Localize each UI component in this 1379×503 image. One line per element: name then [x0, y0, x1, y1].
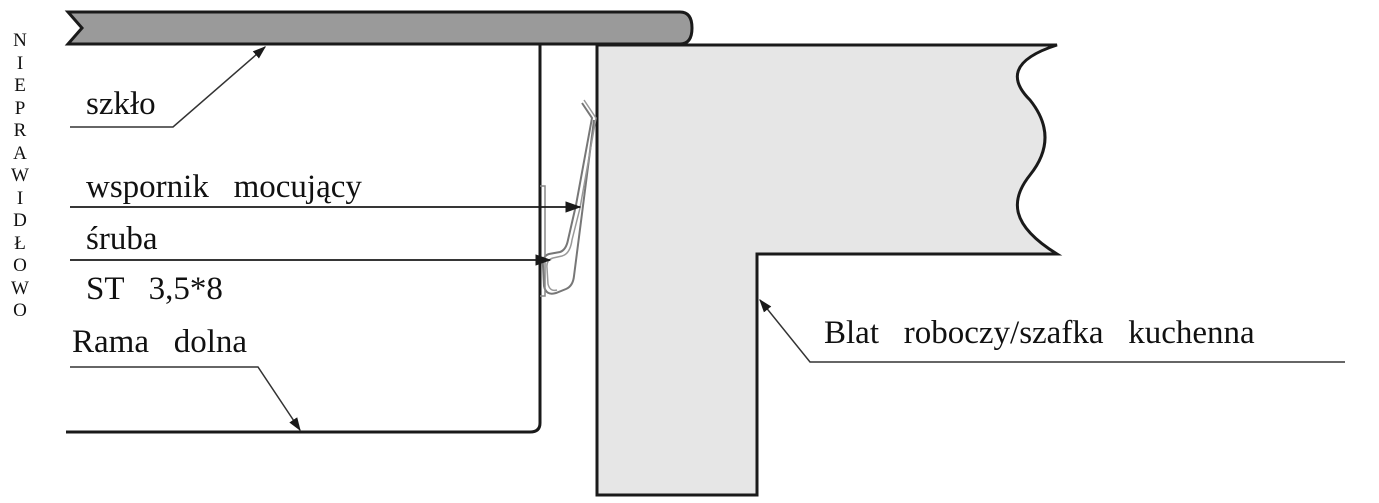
frame-fold: [540, 185, 546, 297]
countertop-section: [595, 43, 1063, 497]
countertop-leader: [759, 298, 1345, 363]
screw-spec-label: ST 3,5*8: [86, 271, 223, 307]
screw-label: śruba: [86, 221, 158, 257]
mounting-bracket: [541, 102, 595, 295]
lower-frame: [66, 45, 542, 434]
glass-leader: [70, 46, 267, 128]
bracket-label: wspornik mocujący: [86, 169, 362, 205]
glass-label: szkło: [86, 86, 156, 122]
lower-frame-label: Rama dolna: [72, 324, 247, 360]
lower-frame-leader: [70, 366, 301, 432]
countertop-label: Blat roboczy/szafka kuchenna: [824, 315, 1255, 351]
glass-plate: [64, 10, 694, 46]
side-label-vertical: N I E P R A W I D Ł O W O: [11, 30, 29, 321]
mounting-bracket-outline: [546, 99, 597, 292]
